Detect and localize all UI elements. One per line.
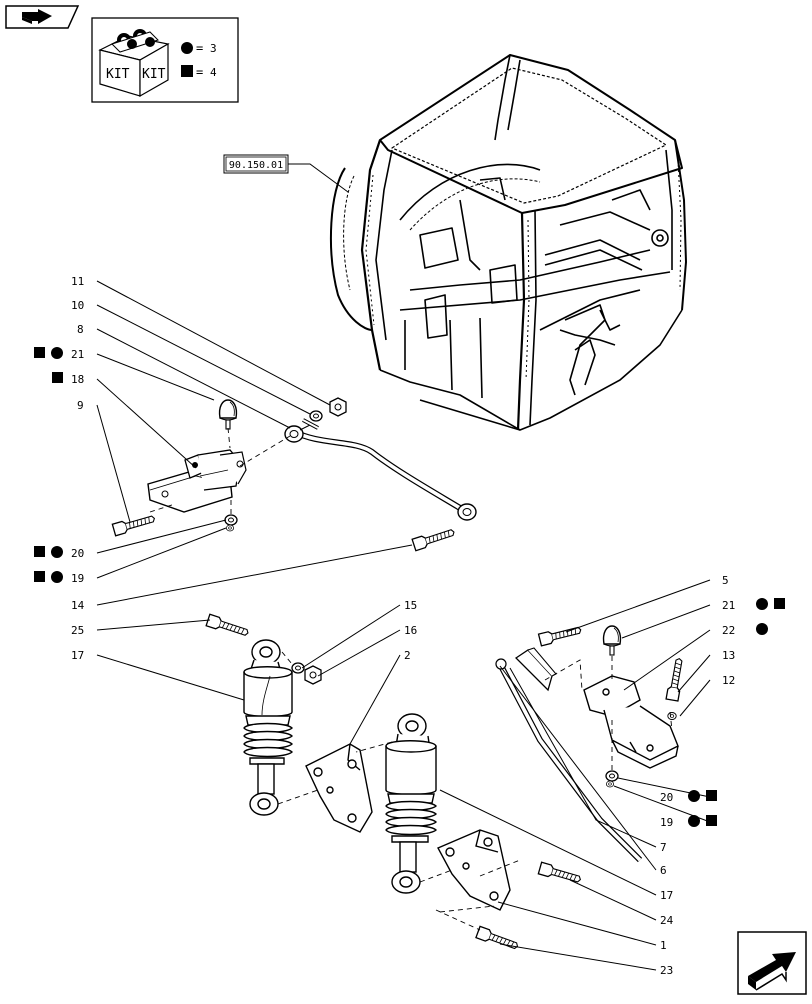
callout-16[interactable]: 16: [404, 624, 417, 637]
square-marker-icon: [34, 347, 45, 358]
mount-plate-1: [437, 829, 511, 911]
mount-plate-2: [305, 743, 373, 833]
circle-marker-icon: [756, 623, 768, 635]
callout-13[interactable]: 13: [722, 649, 735, 662]
shock-absorber-right: [385, 713, 437, 894]
circle-marker-icon: [688, 790, 700, 802]
callout-20-left[interactable]: 20: [71, 547, 84, 560]
callout-15[interactable]: 15: [404, 599, 417, 612]
callout-21-left[interactable]: 21: [71, 348, 84, 361]
nut-10: [329, 397, 347, 417]
callout-1[interactable]: 1: [660, 939, 667, 952]
circle-marker-icon: [756, 598, 768, 610]
callout-21-right[interactable]: 21: [722, 599, 735, 612]
kit-label-left: KIT: [106, 67, 130, 82]
callout-23[interactable]: 23: [660, 964, 673, 977]
callout-25[interactable]: 25: [71, 624, 84, 637]
assembly-guide-lines: [149, 427, 673, 931]
circle-marker-icon: [688, 815, 700, 827]
circle-marker-icon: [181, 42, 193, 54]
callout-17-right[interactable]: 17: [660, 889, 673, 902]
kit-box-icon: KIT KIT: [98, 29, 170, 98]
callout-9[interactable]: 9: [77, 399, 84, 412]
kit-legend: KIT KIT = 3 = 4: [91, 17, 239, 103]
left-mount-bracket: [147, 449, 247, 513]
callout-labels: 11 10 8 21 18 9 20 19 14 25 17 15 16 2 5…: [71, 275, 735, 977]
right-mount-bracket: [583, 675, 679, 769]
reference-leader: [288, 163, 349, 193]
next-page-arrow-icon[interactable]: [737, 931, 807, 995]
washer-8: [309, 410, 323, 422]
washer-12: [667, 712, 677, 720]
kit-markers: [34, 347, 785, 827]
callout-14[interactable]: 14: [71, 599, 85, 612]
nut-19-right: [606, 780, 614, 788]
previous-page-arrow-icon[interactable]: [5, 5, 80, 29]
kit-label-right: KIT: [142, 67, 166, 82]
callout-2[interactable]: 2: [404, 649, 411, 662]
callout-22[interactable]: 22: [722, 624, 735, 637]
callout-leaders: [96, 280, 711, 971]
square-marker-icon: [706, 815, 717, 826]
circle-equals: =: [196, 41, 203, 55]
callout-7[interactable]: 7: [660, 841, 667, 854]
square-marker-icon: [706, 790, 717, 801]
square-kit-quantity: 4: [210, 66, 217, 79]
nut-19-left: [226, 524, 234, 532]
callout-6[interactable]: 6: [660, 864, 667, 877]
bolt-9: [111, 512, 157, 537]
square-marker-icon: [181, 65, 193, 77]
nut-16: [304, 665, 322, 685]
callout-10[interactable]: 10: [71, 299, 84, 312]
bolt-25: [205, 613, 251, 640]
callout-24[interactable]: 24: [660, 914, 674, 927]
washer-20-left: [224, 514, 238, 526]
right-stabilizer-rod: [495, 647, 643, 863]
bolt-14: [411, 525, 457, 552]
circle-kit-quantity: 3: [210, 42, 217, 55]
bolt-24: [537, 861, 583, 886]
callout-20-right[interactable]: 20: [660, 791, 673, 804]
bumper-21-right: [602, 625, 622, 656]
callout-17-left[interactable]: 17: [71, 649, 84, 662]
callout-12[interactable]: 12: [722, 674, 735, 687]
square-marker-icon: [34, 546, 45, 557]
cab-reference-link[interactable]: 90.150.01: [223, 154, 289, 174]
callout-5[interactable]: 5: [722, 574, 729, 587]
bolt-5: [537, 623, 583, 647]
stabilizer-rod: [284, 418, 477, 521]
square-marker-icon: [774, 598, 785, 609]
square-marker-icon: [52, 372, 63, 383]
cab-reference-number: 90.150.01: [229, 160, 283, 171]
callout-8[interactable]: 8: [77, 323, 84, 336]
bolt-13: [665, 656, 686, 702]
bolt-23: [475, 925, 521, 953]
callout-18[interactable]: 18: [71, 373, 84, 386]
bumper-21-left: [218, 399, 238, 430]
square-equals: =: [196, 65, 203, 79]
circle-marker-icon: [51, 347, 63, 359]
circle-marker-icon: [51, 546, 63, 558]
callout-19-left[interactable]: 19: [71, 572, 84, 585]
washer-20-right: [605, 770, 619, 782]
shock-absorber-left: [243, 639, 293, 816]
callout-19-right[interactable]: 19: [660, 816, 673, 829]
square-marker-icon: [34, 571, 45, 582]
cab-frame: [329, 54, 687, 431]
circle-marker-icon: [51, 571, 63, 583]
callout-11[interactable]: 11: [71, 275, 84, 288]
